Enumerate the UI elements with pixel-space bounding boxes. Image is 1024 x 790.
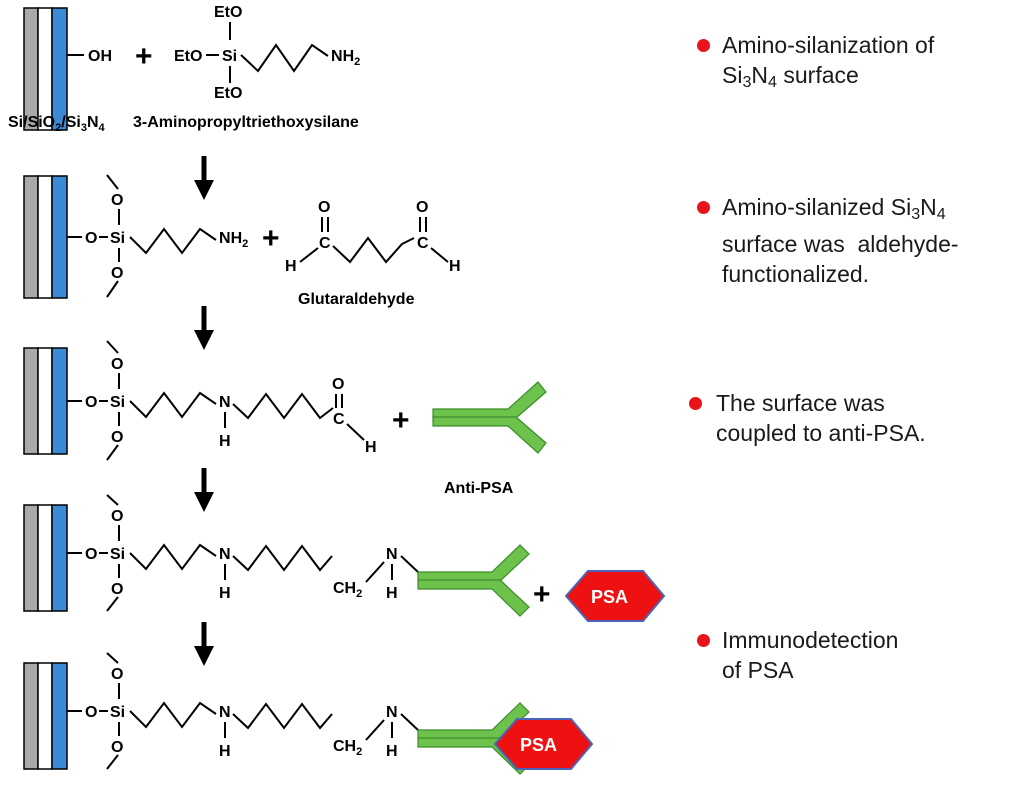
bullet-dot — [697, 201, 710, 214]
o-link-label: O — [85, 704, 97, 721]
ga-c1-label: C — [319, 235, 331, 252]
substrate-3 — [23, 347, 68, 455]
o-top-label: O — [111, 666, 123, 683]
note-line: Immunodetection — [722, 627, 899, 653]
glutaraldehyde-caption: Glutaraldehyde — [298, 291, 415, 308]
note-step-1: Amino-silanization of Si3N4 surface — [722, 30, 934, 97]
amine-label: NH2 — [219, 230, 248, 250]
methylene-label: CH2 — [333, 580, 362, 600]
amine-n-label: N — [219, 704, 231, 721]
substrate-5 — [23, 662, 68, 770]
ga-o2-label: O — [416, 199, 428, 216]
bullet-dot — [689, 397, 702, 410]
linker-h-label: H — [386, 743, 398, 760]
si-label: Si — [110, 394, 125, 411]
linker-h-label: H — [386, 585, 398, 602]
o-bottom-label: O — [111, 265, 123, 282]
note-step-4: Immunodetection of PSA — [722, 625, 898, 685]
note-line: functionalized. — [722, 261, 870, 288]
bound-antibody — [417, 544, 530, 617]
note-line: surface was aldehyde- — [722, 231, 959, 258]
eto-top-label: EtO — [214, 4, 242, 21]
step-4: O Si O O N H CH2 N H + PSA — [23, 494, 666, 622]
note-line: The surface was — [716, 390, 885, 416]
note-step-2: Amino-silanized Si3N4 surface was aldehy… — [722, 192, 959, 289]
aptes-si-label: Si — [222, 48, 237, 65]
o-bottom-label: O — [111, 739, 123, 756]
note-step-3: The surface was coupled to anti-PSA. — [716, 388, 926, 448]
o-bottom-label: O — [111, 429, 123, 446]
linker-n-label: N — [386, 546, 398, 563]
note-line: coupled to anti-PSA. — [716, 420, 926, 446]
eto-left-label: EtO — [174, 48, 202, 65]
aldehyde-o-label: O — [332, 376, 344, 393]
step-5: O Si O O N H CH2 N H PSA — [23, 652, 594, 775]
si-label: Si — [110, 546, 125, 563]
substrate-2 — [23, 175, 68, 299]
note-line: Amino-silanized Si3N4 — [722, 194, 946, 224]
bullet-dot — [697, 39, 710, 52]
o-link-label: O — [85, 546, 97, 563]
aldehyde-h-label: H — [365, 439, 377, 456]
o-bottom-label: O — [111, 581, 123, 598]
imine-h-label: H — [219, 433, 231, 450]
o-top-label: O — [111, 508, 123, 525]
aptes-amine-label: NH2 — [331, 48, 360, 68]
methylene-label: CH2 — [333, 738, 362, 758]
imine-n-label: N — [219, 394, 231, 411]
bound-psa-antigen: PSA — [493, 718, 594, 770]
eto-bottom-label: EtO — [214, 85, 242, 102]
step-2: O Si O O NH2 + O C H O C H Glutaraldehyd… — [23, 174, 461, 308]
substrate-4 — [23, 504, 68, 612]
o-link-label: O — [85, 394, 97, 411]
substrate-1 — [23, 7, 68, 131]
amine-h-label: H — [219, 585, 231, 602]
step-3: O Si O O N H O C H + Anti-PSA — [23, 340, 547, 497]
psa-label: PSA — [520, 735, 557, 755]
aptes-molecule: EtO EtO Si EtO NH2 — [174, 4, 360, 102]
step-1: OH + EtO EtO Si EtO NH2 Si/SiO2/Si3N4 3-… — [8, 4, 360, 134]
o-top-label: O — [111, 356, 123, 373]
hydroxyl-label: OH — [88, 48, 112, 65]
bullet-dot — [697, 634, 710, 647]
aldehyde-c-label: C — [333, 411, 345, 428]
amine-h-label: H — [219, 743, 231, 760]
o-top-label: O — [111, 192, 123, 209]
substrate-caption: Si/SiO2/Si3N4 — [8, 114, 106, 134]
o-link-label: O — [85, 230, 97, 247]
ga-o1-label: O — [318, 199, 330, 216]
psa-label: PSA — [591, 587, 628, 607]
linker-n-label: N — [386, 704, 398, 721]
plus-sign-3: + — [392, 404, 410, 437]
note-line: Si3N4 surface — [722, 62, 859, 92]
amine-n-label: N — [219, 546, 231, 563]
si-label: Si — [110, 230, 125, 247]
ga-h1-label: H — [285, 258, 297, 275]
ga-h2-label: H — [449, 258, 461, 275]
plus-sign-1: + — [135, 40, 153, 73]
ga-c2-label: C — [417, 235, 429, 252]
glutaraldehyde-molecule: O C H O C H — [285, 199, 461, 275]
note-line: Amino-silanization of — [722, 32, 935, 58]
anti-psa-antibody — [432, 381, 547, 454]
note-line: of PSA — [722, 657, 794, 683]
si-label: Si — [110, 704, 125, 721]
anti-psa-caption: Anti-PSA — [444, 480, 514, 497]
plus-sign-2: + — [262, 222, 280, 255]
plus-sign-4: + — [533, 578, 551, 611]
psa-antigen: PSA — [564, 570, 666, 622]
aptes-caption: 3-Aminopropyltriethoxysilane — [133, 114, 359, 131]
